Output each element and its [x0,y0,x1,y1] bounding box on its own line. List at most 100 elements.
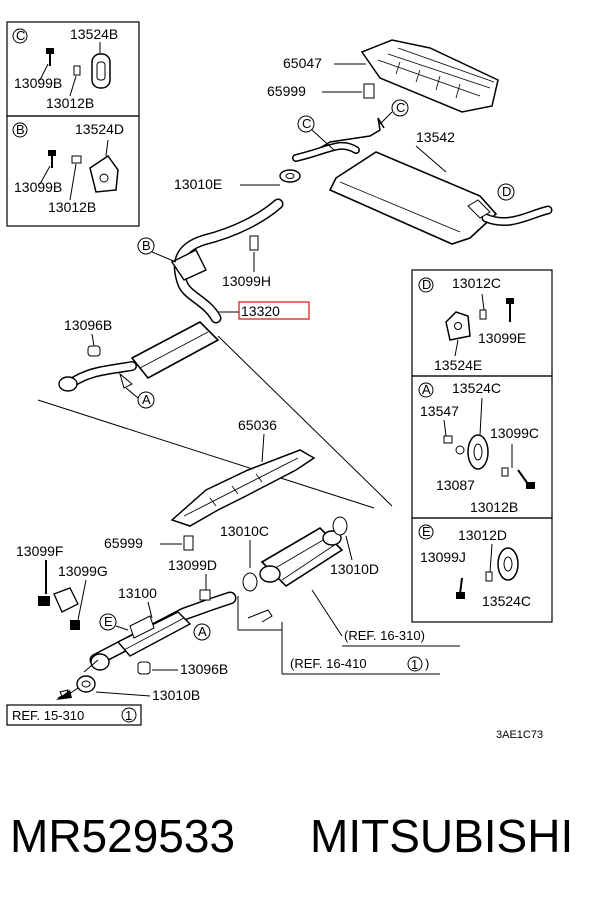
inset-c-letter: C [16,28,25,43]
front-heat-shield [170,449,316,527]
inset-e-label-spacer: 13012D [458,527,507,543]
ref-16-410-circle [407,656,423,672]
marker-d [497,183,515,201]
main-muffler [292,117,553,245]
inset-a-hanger-shape [467,434,489,470]
inset-c-marker [12,28,28,44]
label-13100: 13100 [118,585,157,601]
ref-15-310: REF. 15-310 [12,708,84,723]
bolt-13099H-shape [249,235,259,251]
inset-a-marker [418,382,434,398]
label-13542: 13542 [416,129,455,145]
marker-c-2 [297,115,315,133]
catalytic-converter [259,526,344,588]
ref-16-310: (REF. 16-310) [344,628,425,643]
label-13010C: 13010C [220,523,269,539]
inset-a-nut-shape [443,435,453,444]
bolt-13099D-shape [199,589,211,601]
inset-a-label-spacer: 13012B [470,499,518,515]
inset-a-letter: A [422,382,431,397]
nut-13096B-shape [87,345,101,357]
inset-e-frame [411,517,553,623]
inset-d-hanger-shape [445,311,471,341]
inset-e-hanger-shape [497,547,519,581]
rear-heat-shield [360,39,499,113]
ref-15-310-box [6,704,142,726]
inset-d-letter: D [422,277,431,292]
marker-c-1 [391,99,409,117]
inset-b-letter: B [16,122,25,137]
inset-b-marker [12,122,28,138]
inset-b-frame [6,115,140,227]
highlight-13320 [238,301,310,320]
label-13010D: 13010D [330,561,379,577]
front-pipe [89,591,237,671]
front-bolt-shape [183,535,194,551]
nut-13096B-front-shape [137,661,151,675]
marker-a-1 [137,391,155,409]
rear-bolt-shape [363,83,375,99]
center-resonator-shape [130,321,220,380]
footer-brand: MITSUBISHI [310,810,573,862]
front-heat-shield-shape [170,449,316,527]
inset-b-label-hanger: 13524D [75,121,124,137]
gasket-13010C-shape [242,572,258,592]
svg-text:1: 1 [125,708,132,723]
inset-d-label-spacer: 13012C [452,275,501,291]
label-13099G: 13099G [58,563,108,579]
label-13099D: 13099D [168,557,217,573]
svg-text:E: E [104,614,113,629]
svg-text:A: A [198,624,207,639]
label-13096B: 13096B [64,317,112,333]
gasket-13010D-shape [332,516,348,536]
inset-a-washer-shape [455,445,465,455]
label-65036: 65036 [238,417,277,433]
inset-a-bolt-shape [517,469,535,489]
inset-e-marker [418,524,434,540]
inset-d-label-hanger: 13524E [434,357,482,373]
gasket-13010B-shape [76,675,96,693]
marker-e [99,613,117,631]
marker-b [137,237,155,255]
svg-text:1: 1 [411,657,418,672]
inset-b-bolt-shape [48,150,56,168]
inset-b-label-bolt: 13099B [14,179,62,195]
ref-15-310-circle [121,707,137,723]
rear-heat-shield-shape [360,39,499,113]
label-13010B: 13010B [152,687,200,703]
bolt-13099G-shape [70,620,80,630]
ref-16-410: (REF. 16-410 [290,656,367,671]
center-pipe [58,198,284,392]
inset-e-bolt-shape [456,577,465,599]
inset-d-spacer-shape [479,309,487,320]
label-13099F: 13099F [16,543,63,559]
inset-e-letter: E [422,524,431,539]
label-13010E: 13010E [174,176,222,192]
svg-text:C: C [302,116,311,131]
inset-a-label-bolt: 13099C [490,425,539,441]
inset-e-spacer-shape [485,571,493,582]
svg-text:A: A [142,392,151,407]
inset-e: E 13012D 13099J 13524C [411,517,553,623]
inset-c-hanger-hole [96,61,106,81]
inset-b-spacer-shape [71,155,82,164]
inset-b: B 13524D 13099B 13012B [6,115,140,227]
inset-d-bolt-shape [506,298,514,322]
label-13096B-front: 13096B [180,661,228,677]
inset-c-hanger-shape [91,53,111,89]
marker-a-2 [193,623,211,641]
inset-a-label-hanger: 13524C [452,380,501,396]
bracket-shape [53,587,79,613]
inset-c-spacer-shape [73,65,81,76]
label-65999-front: 65999 [104,535,143,551]
muffler-body-shape [328,151,498,245]
inset-c-bolt-shape [46,48,54,66]
inset-c-label-bolt: 13099B [14,75,62,91]
label-65047: 65047 [283,55,322,71]
inset-e-label-hanger: 13524C [482,593,531,609]
inset-b-label-spacer: 13012B [48,199,96,215]
inset-c: C 13524B 13099B 13012B [6,21,140,117]
inset-d-marker [418,277,434,293]
